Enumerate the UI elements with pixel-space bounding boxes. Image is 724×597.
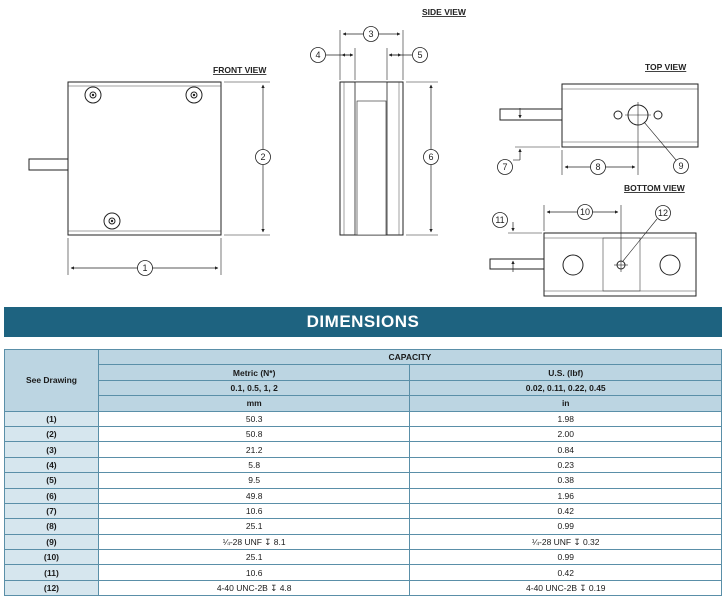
- callout-6: 6: [428, 152, 433, 162]
- us-capacities: 0.02, 0.11, 0.22, 0.45: [409, 379, 722, 397]
- row-ref: (12): [4, 579, 99, 597]
- callout-10: 10: [580, 207, 590, 217]
- metric-value: 10.6: [97, 564, 411, 581]
- screw-icon: [84, 86, 102, 104]
- capacity-header: CAPACITY: [97, 348, 723, 366]
- callout-4: 4: [315, 50, 320, 60]
- side-view-label: SIDE VIEW: [422, 7, 467, 17]
- metric-value: ¼-28 UNF ↧ 8.1: [97, 533, 411, 551]
- threaded-hole-icon: [614, 258, 628, 272]
- row-ref: (10): [4, 549, 99, 566]
- metric-header: Metric (N*): [97, 364, 411, 381]
- row-ref: (4): [4, 456, 99, 474]
- front-view: FRONT VIEW 2 1: [28, 65, 271, 276]
- threaded-hole-icon: [613, 102, 663, 128]
- us-value: 1.96: [409, 487, 722, 504]
- callout-8: 8: [595, 162, 600, 172]
- row-ref: (2): [4, 425, 99, 443]
- callout-5: 5: [417, 50, 422, 60]
- metric-value: 10.6: [97, 502, 411, 520]
- top-view-label: TOP VIEW: [645, 62, 687, 72]
- top-view: TOP VIEW 7 8 9: [497, 62, 699, 175]
- callout-11: 11: [495, 215, 504, 225]
- front-view-label: FRONT VIEW: [213, 65, 267, 75]
- callout-3: 3: [368, 29, 373, 39]
- us-value: 0.38: [409, 472, 722, 489]
- us-value: 4-40 UNC-2B ↧ 0.19: [409, 579, 722, 597]
- bottom-view-label: BOTTOM VIEW: [624, 183, 686, 193]
- metric-value: 9.5: [97, 472, 411, 489]
- dimensions-table: See Drawing CAPACITY Metric (N*) U.S. (l…: [4, 348, 723, 597]
- metric-unit: mm: [97, 395, 411, 412]
- row-ref: (11): [4, 564, 99, 581]
- callout-7: 7: [502, 162, 507, 172]
- callout-12: 12: [658, 208, 668, 218]
- us-value: ¼-28 UNF ↧ 0.32: [409, 533, 722, 551]
- us-value: 0.42: [409, 502, 722, 520]
- us-value: 0.99: [409, 549, 722, 566]
- dimensions-banner: DIMENSIONS: [4, 307, 722, 337]
- metric-value: 25.1: [97, 518, 411, 535]
- metric-value: 50.8: [97, 425, 411, 443]
- callout-1: 1: [142, 263, 147, 273]
- screw-icon: [103, 212, 121, 230]
- us-unit: in: [409, 395, 722, 412]
- us-header: U.S. (lbf): [409, 364, 722, 381]
- screw-icon: [185, 86, 203, 104]
- metric-capacities: 0.1, 0.5, 1, 2: [97, 379, 411, 397]
- us-value: 0.23: [409, 456, 722, 474]
- row-ref: (7): [4, 502, 99, 520]
- us-value: 2.00: [409, 425, 722, 443]
- row-ref: (9): [4, 533, 99, 551]
- row-ref: (3): [4, 441, 99, 458]
- row-ref: (8): [4, 518, 99, 535]
- us-value: 0.99: [409, 518, 722, 535]
- row-ref: (6): [4, 487, 99, 504]
- us-value: 0.84: [409, 441, 722, 458]
- metric-value: 50.3: [97, 410, 411, 427]
- metric-value: 21.2: [97, 441, 411, 458]
- side-view: SIDE VIEW 3 4 5 6: [310, 7, 467, 236]
- see-drawing-header: See Drawing: [4, 349, 99, 412]
- technical-drawing: FRONT VIEW 2 1 SIDE VIEW 3: [28, 7, 699, 297]
- metric-value: 49.8: [97, 487, 411, 504]
- bottom-view: BOTTOM VIEW 10 12 11: [489, 183, 697, 297]
- metric-value: 25.1: [97, 549, 411, 566]
- metric-value: 4-40 UNC-2B ↧ 4.8: [97, 579, 411, 597]
- row-ref: (5): [4, 472, 99, 489]
- metric-value: 5.8: [97, 456, 411, 474]
- row-ref: (1): [4, 410, 99, 427]
- callout-2: 2: [260, 152, 265, 162]
- us-value: 0.42: [409, 564, 722, 581]
- callout-9: 9: [678, 161, 683, 171]
- us-value: 1.98: [409, 410, 722, 427]
